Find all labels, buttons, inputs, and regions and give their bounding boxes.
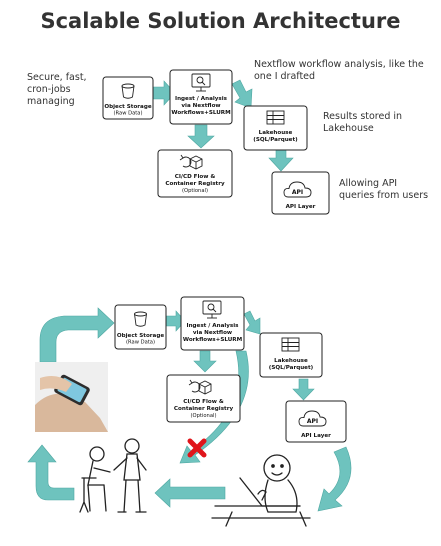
arrow-scientists-to-phone xyxy=(27,444,75,501)
lakehouse-box xyxy=(243,105,308,151)
phone-hand-illustration xyxy=(35,362,108,432)
note-results: Results stored in Lakehouse xyxy=(323,111,403,134)
scientists-illustration xyxy=(79,438,147,513)
arrow-lakehouse-to-api-2 xyxy=(292,378,315,401)
ingest-label-b2: via Nextflow xyxy=(193,330,232,336)
ingest-analysis-box-2 xyxy=(180,296,245,351)
arrow-lakehouse-to-api xyxy=(268,148,294,172)
lakehouse-sublabel-2: (SQL/Parquet) xyxy=(269,365,314,371)
api-label: API Layer xyxy=(286,204,316,210)
bucket-icon xyxy=(121,83,135,99)
cicd-label-b2: Container Registry xyxy=(174,406,234,412)
cicd-label-b3: (Optional) xyxy=(191,413,217,419)
table-icon xyxy=(281,337,300,352)
refresh-cube-icon xyxy=(188,379,212,395)
page-title: Scalable Solution Architecture xyxy=(40,9,401,33)
object-storage-label: Object Storage xyxy=(104,104,151,110)
arrow-phone-to-storage xyxy=(39,307,115,363)
object-storage-sublabel-2: (Raw Data) xyxy=(126,340,155,346)
arrow-ingest-to-cicd xyxy=(187,124,215,149)
table-icon xyxy=(266,110,285,125)
cicd-label: CI/CD Flow & xyxy=(175,174,216,180)
cloud-api-icon: API xyxy=(283,181,312,198)
lakehouse-sublabel: (SQL/Parquet) xyxy=(253,137,298,143)
note-cron: Secure, fast, cron-jobs managing xyxy=(27,72,87,107)
arrow-ingest-to-cicd-2 xyxy=(193,350,217,373)
lakehouse-label-2: Lakehouse xyxy=(274,358,308,364)
ingest-label-3: Workflows+SLURM xyxy=(171,110,231,116)
object-storage-sublabel: (Raw Data) xyxy=(114,111,143,117)
laptop-person-illustration xyxy=(211,454,311,527)
api-label-2: API Layer xyxy=(301,433,331,439)
cicd-box-2 xyxy=(166,374,241,423)
object-storage-box-2 xyxy=(114,304,167,350)
red-cross-icon xyxy=(187,438,207,458)
refresh-cube-icon xyxy=(179,154,203,170)
lakehouse-label: Lakehouse xyxy=(259,130,293,136)
ingest-label-b3: Workflows+SLURM xyxy=(183,337,243,343)
note-api-queries: Allowing API queries from users xyxy=(339,178,429,201)
ingest-label: Ingest / Analysis xyxy=(175,96,228,102)
ingest-label-b: Ingest / Analysis xyxy=(186,323,239,329)
ingest-label-2: via Nextflow xyxy=(181,103,220,109)
cicd-label-2: Container Registry xyxy=(165,181,225,187)
cloud-api-icon: API xyxy=(298,410,327,427)
lakehouse-box-2 xyxy=(259,332,323,378)
api-icon-text-2: API xyxy=(307,418,318,425)
arrow-user-to-scientists xyxy=(154,478,226,508)
monitor-search-icon xyxy=(191,73,211,92)
note-nextflow: Nextflow workflow analysis, like the one… xyxy=(254,59,424,82)
api-icon-text: API xyxy=(292,189,303,196)
arrow-api-to-user xyxy=(317,446,352,512)
ingest-analysis-box xyxy=(169,69,233,125)
cicd-label-3: (Optional) xyxy=(182,188,208,194)
cicd-box xyxy=(157,149,233,198)
cicd-label-b: CI/CD Flow & xyxy=(183,399,224,405)
bucket-icon xyxy=(134,311,147,327)
monitor-search-icon xyxy=(202,300,222,319)
object-storage-label-2: Object Storage xyxy=(117,333,164,339)
arrow-ingest-to-lakehouse-2 xyxy=(243,310,261,335)
arrow-ingest-to-lakehouse xyxy=(231,79,253,109)
